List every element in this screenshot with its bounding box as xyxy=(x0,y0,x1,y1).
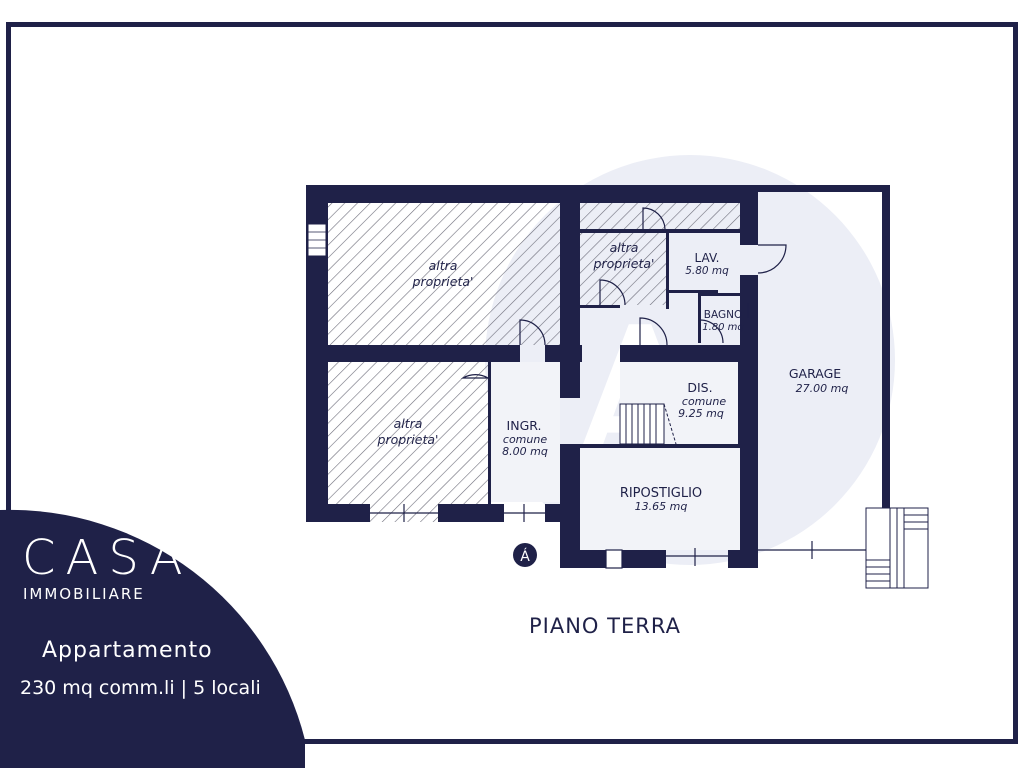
lav-area: 5.80 mq xyxy=(685,265,729,277)
dis-area: 9.25 mq xyxy=(678,407,724,420)
other-property-2-label: altra xyxy=(394,416,423,431)
ripostiglio-name: RIPOSTIGLIO xyxy=(620,486,702,501)
brand-logo-text: CASÀ xyxy=(22,530,193,586)
other-property-3-area xyxy=(580,203,746,229)
lav-name: LAV. xyxy=(695,251,720,265)
ripostiglio-area: 13.65 mq xyxy=(635,500,688,513)
ingr-area: 8.00 mq xyxy=(502,445,548,458)
other-property-1-label-2: proprieta' xyxy=(412,274,474,289)
property-type: Appartamento xyxy=(42,638,213,663)
other-property-2-label-2: proprieta' xyxy=(377,432,439,447)
entrance-marker xyxy=(513,543,537,567)
garage-name: GARAGE xyxy=(789,366,841,381)
dis-name: DIS. xyxy=(687,380,712,395)
ingr-name: INGR. xyxy=(507,418,542,433)
bagno-area: 1.80 mq xyxy=(702,322,744,333)
property-details: 230 mq comm.li | 5 locali xyxy=(20,677,261,699)
floor-title: PIANO TERRA xyxy=(529,614,681,638)
garage-area: 27.00 mq xyxy=(796,382,849,395)
walls xyxy=(306,185,890,568)
other-property-1-label: altra xyxy=(429,258,458,273)
dis-sub: comune xyxy=(682,395,726,408)
brand-badge xyxy=(0,509,305,768)
other-property-2-area xyxy=(328,362,488,504)
entrance-marker-letter: Á xyxy=(520,548,530,565)
other-property-3-label: altra xyxy=(610,240,639,255)
bagno-name: BAGNO xyxy=(704,309,742,321)
ingr-sub: comune xyxy=(503,433,547,446)
other-property-3-label-2: proprieta' xyxy=(593,256,655,271)
brand-subtitle: IMMOBILIARE xyxy=(23,585,145,603)
other-property-1-area xyxy=(328,203,560,345)
